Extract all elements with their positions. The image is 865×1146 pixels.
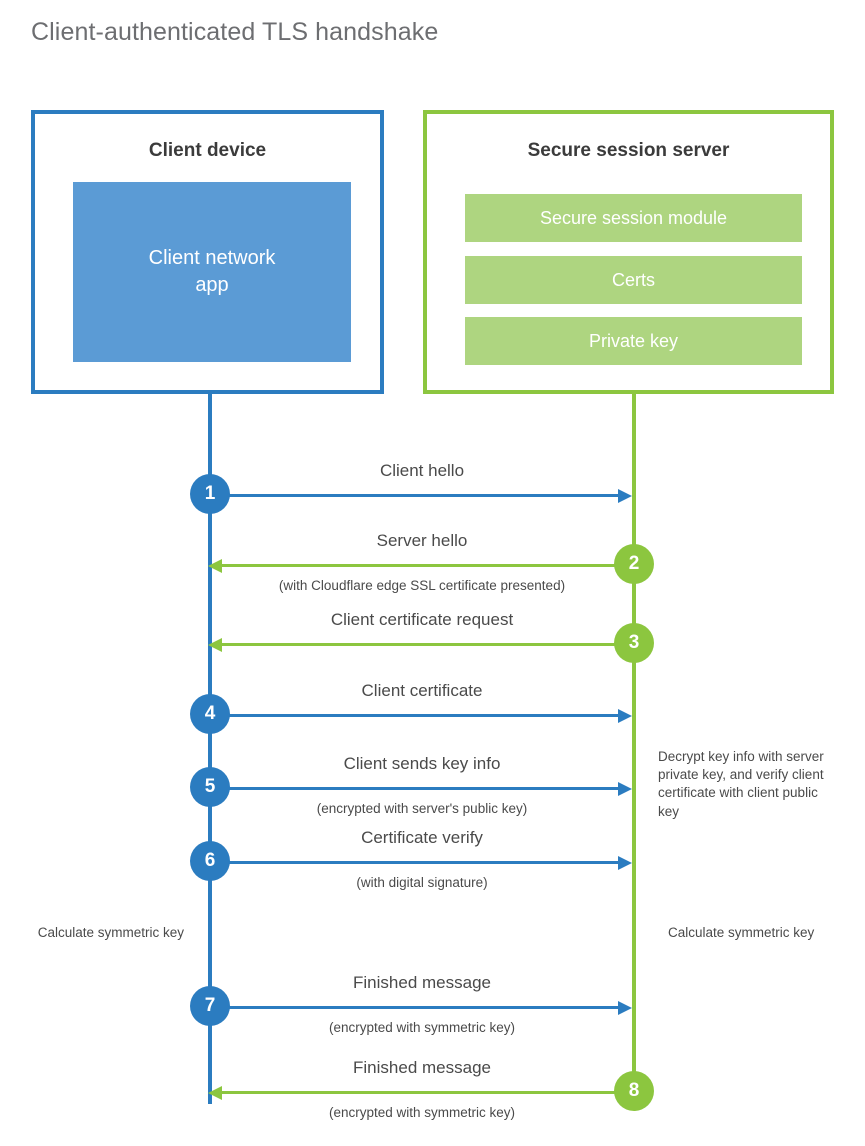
message-sublabel-6: (with digital signature) <box>356 875 488 890</box>
arrow-line-2 <box>222 564 632 567</box>
message-label-3: Client certificate request <box>330 610 514 629</box>
message-sublabel-5: (encrypted with server's public key) <box>316 801 528 816</box>
step-badge-7: 7 <box>190 986 230 1026</box>
step-badge-1: 1 <box>190 474 230 514</box>
message-label-5: Client sends key info <box>343 754 501 773</box>
client-app-label-line2: app <box>195 274 229 296</box>
arrow-head-right-icon <box>618 708 632 723</box>
message-sublabel-2: (with Cloudflare edge SSL certificate pr… <box>278 578 566 593</box>
message-label-2: Server hello <box>376 531 468 550</box>
server-bar-certs: Certs <box>465 256 802 304</box>
client-network-app-label: Client network app <box>149 245 276 299</box>
arrow-line-8 <box>222 1091 632 1094</box>
client-app-label-line1: Client network <box>148 247 276 269</box>
step-badge-2: 2 <box>614 544 654 584</box>
client-device-box: Client device Client network app <box>31 110 384 394</box>
message-label-1: Client hello <box>379 461 465 480</box>
arrow-line-7 <box>210 1006 624 1009</box>
step-badge-4: 4 <box>190 694 230 734</box>
arrow-line-6 <box>210 861 624 864</box>
message-label-7: Finished message <box>353 973 491 992</box>
page-title: Client-authenticated TLS handshake <box>31 18 439 46</box>
client-lifeline <box>208 392 212 1104</box>
client-device-title: Client device <box>148 140 267 161</box>
secure-session-server-box: Secure session server Secure session mod… <box>423 110 834 394</box>
arrow-head-left-icon <box>208 558 222 573</box>
step-badge-8: 8 <box>614 1071 654 1111</box>
arrow-line-4 <box>210 714 624 717</box>
server-bar-secure-session-module: Secure session module <box>465 194 802 242</box>
arrow-head-left-icon <box>208 637 222 652</box>
arrow-head-right-icon <box>618 855 632 870</box>
message-sublabel-7: (encrypted with symmetric key) <box>328 1020 516 1035</box>
arrow-head-right-icon <box>618 781 632 796</box>
arrow-head-left-icon <box>208 1085 222 1100</box>
arrow-head-right-icon <box>618 1000 632 1015</box>
server-lifeline <box>632 392 636 1093</box>
arrow-line-3 <box>222 643 632 646</box>
message-label-6: Certificate verify <box>361 828 483 847</box>
note-calculate-symmetric-key-server: Calculate symmetric key <box>668 925 815 940</box>
note-calculate-symmetric-key-client: Calculate symmetric key <box>37 925 184 940</box>
message-sublabel-8: (encrypted with symmetric key) <box>328 1105 516 1120</box>
step-badge-3: 3 <box>614 623 654 663</box>
secure-session-server-title: Secure session server <box>527 140 730 161</box>
note-server-decrypt: Decrypt key info with server private key… <box>658 749 824 819</box>
step-badge-5: 5 <box>190 767 230 807</box>
arrow-head-right-icon <box>618 488 632 503</box>
arrow-line-5 <box>210 787 624 790</box>
message-label-8: Finished message <box>353 1058 491 1077</box>
arrow-line-1 <box>210 494 624 497</box>
step-badge-6: 6 <box>190 841 230 881</box>
message-label-4: Client certificate <box>361 681 483 700</box>
client-network-app-block: Client network app <box>73 182 351 362</box>
server-bar-private-key: Private key <box>465 317 802 365</box>
